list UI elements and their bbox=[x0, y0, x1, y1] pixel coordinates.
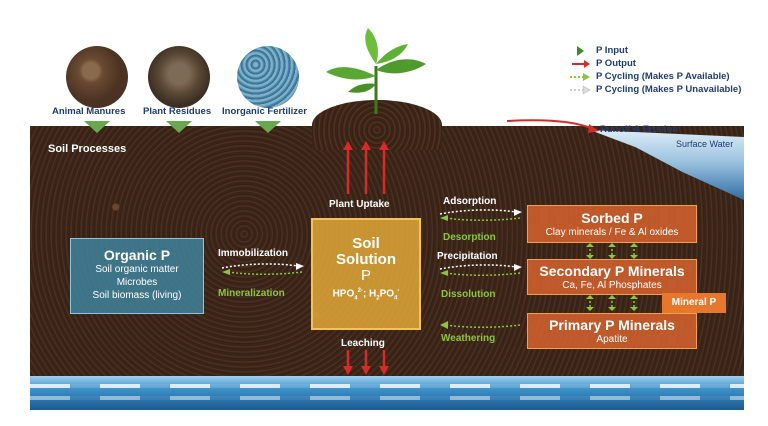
plant-uptake-arrows-icon bbox=[343, 141, 389, 194]
weathering-arrow-icon bbox=[440, 321, 521, 329]
soil-solution-p: P bbox=[360, 267, 371, 284]
dissolution-label: Dissolution bbox=[441, 289, 496, 300]
green-dotted-arrow-icon bbox=[568, 72, 592, 82]
soil-solution-box: Soil Solution P HPO42-; H2PO4- bbox=[311, 218, 421, 330]
soil-processes-label: Soil Processes bbox=[48, 143, 127, 155]
legend-label: P Cycling (Makes P Unavailable) bbox=[596, 84, 742, 95]
sorbed-p-box: Sorbed P Clay minerals / Fe & Al oxides bbox=[527, 205, 697, 243]
residue-photo-icon bbox=[148, 46, 210, 108]
mineral-p-tag: Mineral P bbox=[662, 293, 726, 313]
exchange-arrows-icon bbox=[586, 295, 638, 311]
groundwater-band bbox=[30, 376, 744, 410]
organic-p-line: Microbes bbox=[116, 277, 158, 288]
precipitation-label: Precipitation bbox=[437, 251, 498, 262]
desorption-label: Desorption bbox=[443, 232, 496, 243]
sorbed-p-sub: Clay minerals / Fe & Al oxides bbox=[545, 227, 679, 238]
primary-p-title: Primary P Minerals bbox=[549, 317, 675, 333]
surface-water-label: Surface Water bbox=[676, 139, 734, 149]
legend-label: P Input bbox=[596, 45, 629, 56]
primary-p-sub: Apatite bbox=[596, 334, 628, 345]
leaching-label: Leaching bbox=[341, 338, 385, 349]
plant-seedling-icon bbox=[326, 28, 426, 114]
organic-p-title: Organic P bbox=[103, 247, 171, 263]
runoff-label: Runoff & Erosion bbox=[600, 124, 679, 135]
mineralization-label: Mineralization bbox=[218, 288, 285, 299]
cycling-arrows-icon bbox=[439, 209, 522, 221]
fertilizer-photo-icon bbox=[237, 46, 299, 108]
runoff-red-arrow-icon bbox=[506, 119, 599, 133]
soil-solution-title: Solution bbox=[336, 251, 396, 268]
secondary-p-title: Secondary P Minerals bbox=[539, 263, 685, 279]
source-label-manures: Animal Manures bbox=[52, 106, 126, 117]
organic-p-box: Organic P Soil organic matter Microbes S… bbox=[70, 238, 204, 314]
weathering-label: Weathering bbox=[441, 333, 496, 344]
legend-label: P Cycling (Makes P Available) bbox=[596, 71, 730, 82]
cycling-arrows-icon bbox=[439, 264, 522, 276]
sorbed-p-title: Sorbed P bbox=[581, 210, 643, 226]
source-label-fertilizer: Inorganic Fertilizer bbox=[222, 106, 307, 117]
secondary-p-sub: Ca, Fe, Al Phosphates bbox=[562, 280, 662, 291]
plant-uptake-label: Plant Uptake bbox=[329, 199, 390, 210]
phosphate-formula: HPO42-; H2PO4- bbox=[332, 288, 400, 302]
red-arrow-icon bbox=[568, 59, 592, 69]
legend-item-output: P Output bbox=[568, 57, 741, 70]
cycling-arrows-icon bbox=[221, 263, 304, 275]
water-wave bbox=[30, 384, 744, 388]
green-triangle-icon bbox=[568, 45, 592, 56]
exchange-arrows-icon bbox=[586, 243, 638, 259]
soil-solution-title: Soil bbox=[352, 235, 380, 252]
organic-p-line: Soil organic matter bbox=[95, 264, 179, 275]
input-triangle-icon bbox=[166, 121, 192, 133]
legend: P Input P Output P Cycling (Makes P Avai… bbox=[568, 44, 741, 96]
legend-item-input: P Input bbox=[568, 44, 741, 57]
white-dotted-arrow-icon bbox=[568, 85, 592, 95]
legend-item-cycling-unavailable: P Cycling (Makes P Unavailable) bbox=[568, 83, 741, 96]
immobilization-label: Immobilization bbox=[218, 248, 288, 259]
legend-label: P Output bbox=[596, 58, 636, 69]
adsorption-label: Adsorption bbox=[443, 196, 497, 207]
input-triangle-icon bbox=[255, 121, 281, 133]
legend-item-cycling-available: P Cycling (Makes P Available) bbox=[568, 70, 741, 83]
leaching-arrows-icon bbox=[343, 350, 389, 375]
organic-p-line: Soil biomass (living) bbox=[92, 290, 182, 301]
primary-p-box: Primary P Minerals Apatite bbox=[527, 313, 697, 349]
secondary-p-box: Secondary P Minerals Ca, Fe, Al Phosphat… bbox=[527, 259, 697, 295]
water-wave bbox=[30, 396, 744, 400]
manure-photo-icon bbox=[66, 46, 128, 108]
source-label-residues: Plant Residues bbox=[143, 106, 212, 117]
input-triangle-icon bbox=[84, 121, 110, 133]
